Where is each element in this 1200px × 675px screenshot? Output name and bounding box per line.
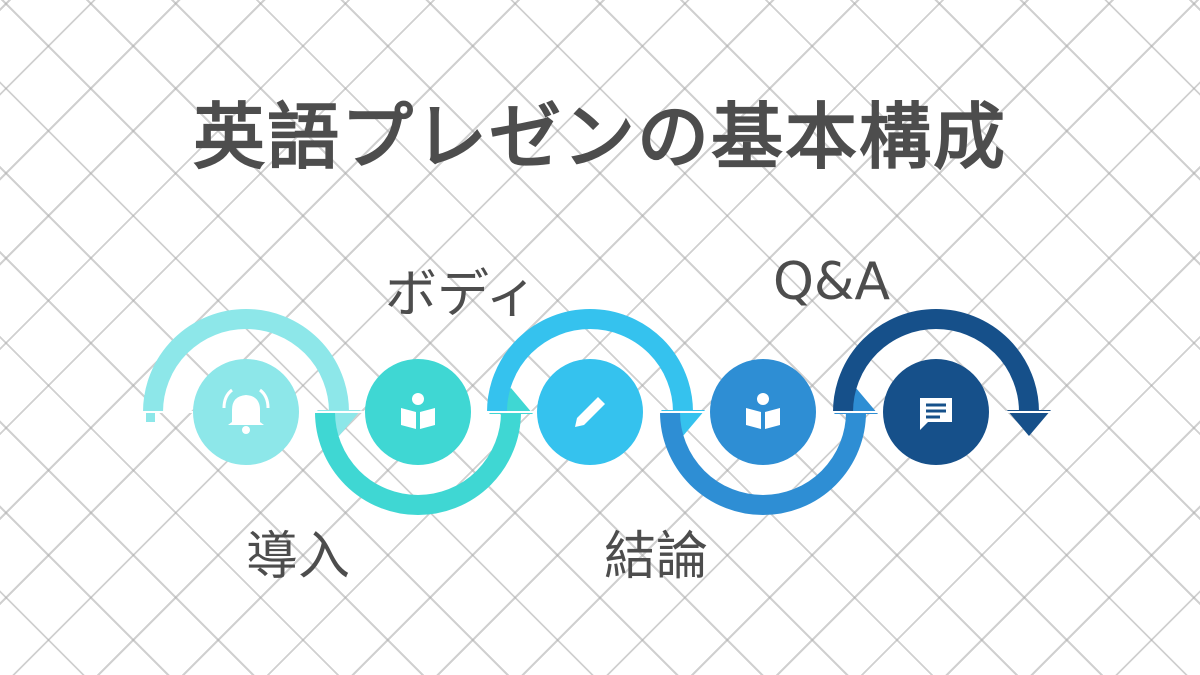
step-label-qa: Q&A [773, 252, 891, 312]
step-label-conclusion: 結論 [604, 527, 709, 587]
flow-node-3 [537, 359, 643, 465]
flow-node-5 [883, 359, 989, 465]
flow-arrow-5 [1007, 410, 1051, 436]
flow-node-2 [365, 359, 471, 465]
flow-arc-5 [833, 309, 1051, 436]
open-book-icon [401, 393, 435, 429]
page-title: 英語プレゼンの基本構成 [192, 95, 1007, 179]
open-book-icon [746, 393, 780, 429]
message-icon [920, 398, 952, 430]
flow-node-4 [710, 359, 816, 465]
bell-icon [222, 388, 270, 434]
flow-node-1 [193, 359, 299, 465]
step-label-body: ボディ [385, 265, 538, 325]
flow-nodes [193, 359, 989, 465]
step-label-intro: 導入 [246, 527, 351, 587]
pencil-icon [575, 397, 605, 427]
